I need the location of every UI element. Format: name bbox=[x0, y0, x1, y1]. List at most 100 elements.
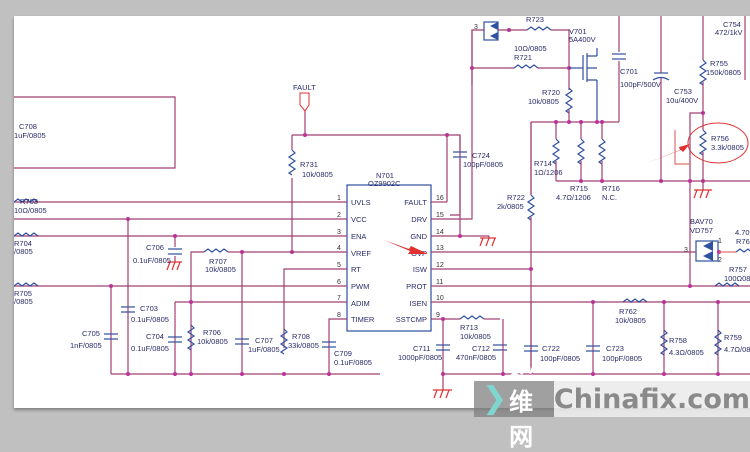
vd757-ref: VD757 bbox=[690, 226, 713, 235]
c706-value: 0.1uF/0805 bbox=[133, 256, 171, 265]
ic-pin-11: 11 PROT bbox=[406, 279, 750, 291]
svg-text:10: 10 bbox=[436, 295, 444, 302]
r708-value: 33k/0805 bbox=[288, 341, 319, 350]
c754-value: 472/1kV bbox=[715, 28, 743, 37]
r756-value: 3.3k/0805 bbox=[711, 143, 744, 152]
c712-ref: C712 bbox=[472, 344, 490, 353]
c703-capacitor bbox=[121, 306, 135, 313]
r714-ref: R714 bbox=[534, 159, 552, 168]
r756-resistor bbox=[698, 129, 708, 156]
r757-resistor bbox=[714, 282, 740, 287]
svg-text:11: 11 bbox=[436, 279, 443, 286]
svg-text:SSTCMP: SSTCMP bbox=[396, 315, 427, 324]
r722-value: 2k/0805 bbox=[497, 202, 524, 211]
r755-ref: R755 bbox=[710, 59, 728, 68]
svg-text:2: 2 bbox=[718, 257, 722, 264]
c707-capacitor bbox=[235, 338, 249, 345]
r720-resistor bbox=[564, 87, 574, 114]
r755-value: 150k/0805 bbox=[706, 68, 741, 77]
r758-ref: R758 bbox=[669, 336, 687, 345]
svg-text:GND: GND bbox=[410, 232, 427, 241]
r723-ref: R723 bbox=[526, 16, 544, 24]
c723-value: 100pF/0805 bbox=[602, 354, 642, 363]
svg-text:2: 2 bbox=[337, 212, 341, 219]
r705-value: /0805 bbox=[14, 297, 33, 306]
r762-resistor bbox=[622, 298, 648, 303]
svg-text:8: 8 bbox=[337, 312, 341, 319]
v701-value: 5A400V bbox=[569, 35, 596, 44]
r722-ref: R722 bbox=[507, 193, 525, 202]
svg-text:3: 3 bbox=[684, 247, 688, 254]
svg-text:3: 3 bbox=[337, 229, 341, 236]
c724-capacitor bbox=[453, 151, 467, 158]
c724-ref: C724 bbox=[472, 151, 490, 160]
r715-resistor bbox=[576, 138, 586, 165]
r704-resistor bbox=[14, 232, 39, 237]
svg-text:3: 3 bbox=[474, 24, 478, 31]
r756-ref: R756 bbox=[711, 134, 729, 143]
r703-resistor bbox=[14, 198, 39, 203]
r714-resistor bbox=[551, 138, 561, 165]
r720-ref: R720 bbox=[542, 88, 560, 97]
r723-value: 10Ω/0805 bbox=[514, 44, 547, 53]
c709-value: 0.1uF/0805 bbox=[334, 358, 372, 367]
r716-value: N.C. bbox=[602, 193, 617, 202]
c711-ref: C711 bbox=[413, 344, 430, 353]
c724-value: 100pF/0805 bbox=[463, 160, 503, 169]
r76x-ref: R76 bbox=[736, 237, 750, 246]
svg-text:PROT: PROT bbox=[406, 282, 427, 291]
c753-capacitor bbox=[652, 72, 670, 81]
schematic-page: C708 1uF/0805 FAULT R731 10k/0805 N701 O… bbox=[14, 16, 750, 408]
r731-value: 10k/0805 bbox=[302, 170, 333, 179]
r731-resistor bbox=[287, 149, 297, 176]
r758-resistor bbox=[659, 329, 669, 356]
ground-icon bbox=[693, 189, 712, 199]
ic-pin-3: 3 ENA bbox=[14, 229, 366, 241]
ground-icon bbox=[166, 261, 182, 271]
r759-value: 4.7Ω/08 bbox=[724, 345, 750, 354]
r714-value: 1Ω/1206 bbox=[534, 168, 563, 177]
c753-ref: C753 bbox=[674, 87, 692, 96]
r704-value: /0805 bbox=[14, 247, 33, 256]
r713-ref: R713 bbox=[460, 323, 478, 332]
c706-capacitor bbox=[168, 248, 182, 255]
svg-text:9: 9 bbox=[436, 312, 440, 319]
watermark-cn-block: ❯ 迅维网 bbox=[474, 353, 554, 451]
c722-capacitor bbox=[524, 345, 538, 352]
r755-resistor bbox=[698, 59, 708, 86]
c707-ref: C707 bbox=[255, 336, 273, 345]
r706-value: 10k/0805 bbox=[197, 337, 228, 346]
r716-ref: R716 bbox=[602, 184, 620, 193]
svg-text:UVLS: UVLS bbox=[351, 198, 371, 207]
r707-resistor bbox=[203, 248, 229, 253]
c701-capacitor bbox=[612, 53, 626, 60]
c708-value: 1uF/0805 bbox=[14, 131, 46, 140]
watermark-en-text: Chinafix.com bbox=[553, 383, 750, 415]
c722-value: 100pF/0805 bbox=[540, 354, 580, 363]
ic-part: OZ9902C bbox=[368, 179, 401, 188]
r715-value: 4.7Ω/1206 bbox=[556, 193, 591, 202]
c706-ref: C706 bbox=[146, 243, 164, 252]
c705-ref: C705 bbox=[82, 329, 100, 338]
c711-value: 1000pF/0805 bbox=[398, 353, 442, 362]
r705-ref: R705 bbox=[14, 289, 32, 298]
svg-text:14: 14 bbox=[436, 229, 444, 236]
r76x-value: 4.70 bbox=[735, 228, 750, 237]
c709-capacitor bbox=[322, 341, 336, 348]
r706-ref: R706 bbox=[203, 328, 221, 337]
svg-text:DRV: DRV bbox=[411, 215, 427, 224]
r76x-resistor bbox=[735, 248, 750, 253]
r731-ref: R731 bbox=[300, 160, 318, 169]
c704-value: 0.1uF/0805 bbox=[131, 344, 169, 353]
ground-icon bbox=[479, 237, 496, 247]
c701-ref: C701 bbox=[620, 67, 638, 76]
r706-resistor bbox=[186, 324, 196, 351]
r721-ref: R721 bbox=[514, 53, 532, 62]
r757-value: 100Ω0805 bbox=[724, 274, 750, 283]
svg-text:ENA: ENA bbox=[351, 232, 366, 241]
r705-resistor bbox=[14, 282, 39, 287]
